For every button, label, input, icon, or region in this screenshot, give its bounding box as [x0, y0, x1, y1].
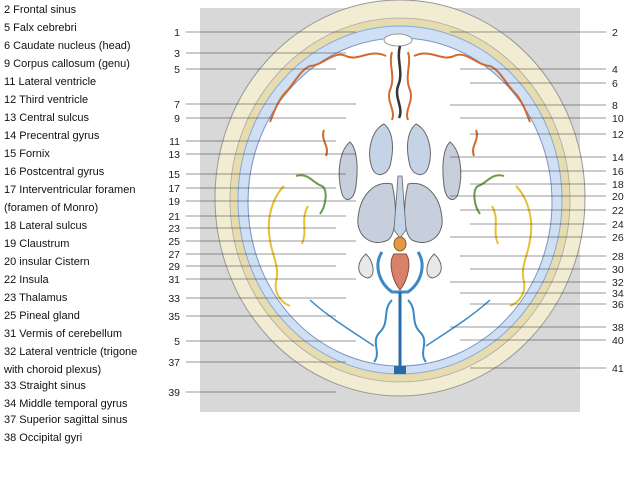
number-label: 4 — [612, 64, 618, 76]
number-label: 14 — [612, 152, 624, 164]
legend-item: with choroid plexus) — [4, 364, 102, 376]
lateral-ventricle-right — [407, 123, 431, 175]
number-label: 38 — [612, 322, 624, 334]
frontal-cortex-left — [269, 52, 387, 123]
frontal-cortex-right — [413, 52, 531, 123]
legend-item: 16 Postcentral gyrus — [4, 166, 105, 178]
number-label: 6 — [612, 78, 618, 90]
number-label: 9 — [174, 113, 180, 125]
falx-cerebri-anterior — [395, 45, 402, 119]
number-label: 37 — [168, 357, 180, 369]
insula-left — [338, 141, 358, 201]
number-label: 31 — [168, 274, 180, 286]
legend-item: 38 Occipital gyri — [4, 432, 83, 444]
lateral-ventricle-left — [369, 123, 393, 175]
number-label: 24 — [612, 219, 624, 231]
number-label: 20 — [612, 191, 624, 203]
legend-item: 18 Lateral sulcus — [4, 220, 88, 232]
temporal-cortex-left — [267, 185, 291, 307]
occipital-cortex-right — [407, 299, 427, 363]
number-label: 29 — [168, 261, 180, 273]
legend-item: 37 Superior sagittal sinus — [4, 414, 128, 426]
number-label: 5 — [174, 64, 180, 76]
frontal-sinus — [383, 33, 413, 47]
number-label: 3 — [174, 48, 180, 60]
number-label: 13 — [168, 149, 180, 161]
number-label: 34 — [612, 288, 624, 300]
number-label: 33 — [168, 293, 180, 305]
legend-item: 31 Vermis of cerebellum — [4, 328, 122, 340]
legend-item: 17 Interventricular foramen — [4, 184, 136, 196]
legend-item: 12 Third ventricle — [4, 94, 89, 106]
legend-item: 13 Central sulcus — [4, 112, 89, 124]
number-label: 7 — [174, 99, 180, 111]
legend-item: (foramen of Monro) — [4, 202, 99, 214]
number-label: 30 — [612, 264, 624, 276]
legend-item: 22 Insula — [4, 274, 49, 286]
number-label: 15 — [168, 169, 180, 181]
legend-item: 11 Lateral ventricle — [4, 76, 97, 88]
number-label: 39 — [168, 387, 180, 399]
vermis-of-cerebellum — [390, 253, 410, 291]
trigone-left — [358, 253, 374, 279]
number-label: 41 — [612, 363, 624, 375]
pineal-gland — [393, 236, 407, 252]
superior-sagittal-sinus — [394, 366, 406, 374]
number-label: 23 — [168, 223, 180, 235]
number-label: 32 — [612, 277, 624, 289]
legend-item: 32 Lateral ventricle (trigone — [4, 346, 138, 358]
trigone-right — [426, 253, 442, 279]
number-label: 35 — [168, 311, 180, 323]
number-label: 22 — [612, 205, 624, 217]
insula-right — [442, 141, 462, 201]
legend-item: 14 Precentral gyrus — [4, 130, 100, 142]
legend-item: 2 Frontal sinus — [4, 4, 77, 16]
legend-item: 9 Corpus callosum (genu) — [4, 58, 130, 70]
number-label: 1 — [174, 27, 180, 39]
number-label: 10 — [612, 113, 624, 125]
legend-item: 6 Caudate nucleus (head) — [4, 40, 131, 52]
number-label: 19 — [168, 196, 180, 208]
number-label: 11 — [169, 136, 180, 148]
legend-item: 19 Claustrum — [4, 238, 70, 250]
number-label: 28 — [612, 251, 624, 263]
central-sulcus-right — [473, 174, 505, 215]
number-label: 12 — [612, 129, 624, 141]
number-label: 26 — [612, 232, 624, 244]
occipital-cortex-left — [373, 299, 393, 363]
number-label: 5 — [174, 336, 180, 348]
number-label: 18 — [612, 179, 624, 191]
legend-item: 15 Fornix — [4, 148, 50, 160]
number-label: 16 — [612, 166, 624, 178]
legend-item: 25 Pineal gland — [4, 310, 80, 322]
legend-item: 34 Middle temporal gyrus — [4, 398, 128, 410]
number-label: 17 — [168, 183, 180, 195]
legend-item: 33 Straight sinus — [4, 380, 86, 392]
legend-item: 23 Thalamus — [4, 292, 68, 304]
number-label: 27 — [168, 249, 180, 261]
number-label: 2 — [612, 27, 618, 39]
central-sulcus-left — [295, 174, 327, 215]
number-label: 40 — [612, 335, 624, 347]
third-ventricle — [393, 175, 407, 239]
legend-item: 5 Falx cebrebri — [4, 22, 77, 34]
number-label: 8 — [612, 100, 618, 112]
number-label: 36 — [612, 299, 624, 311]
number-label: 21 — [168, 211, 180, 223]
number-label: 25 — [168, 236, 180, 248]
legend-item: 20 insular Cistern — [4, 256, 90, 268]
